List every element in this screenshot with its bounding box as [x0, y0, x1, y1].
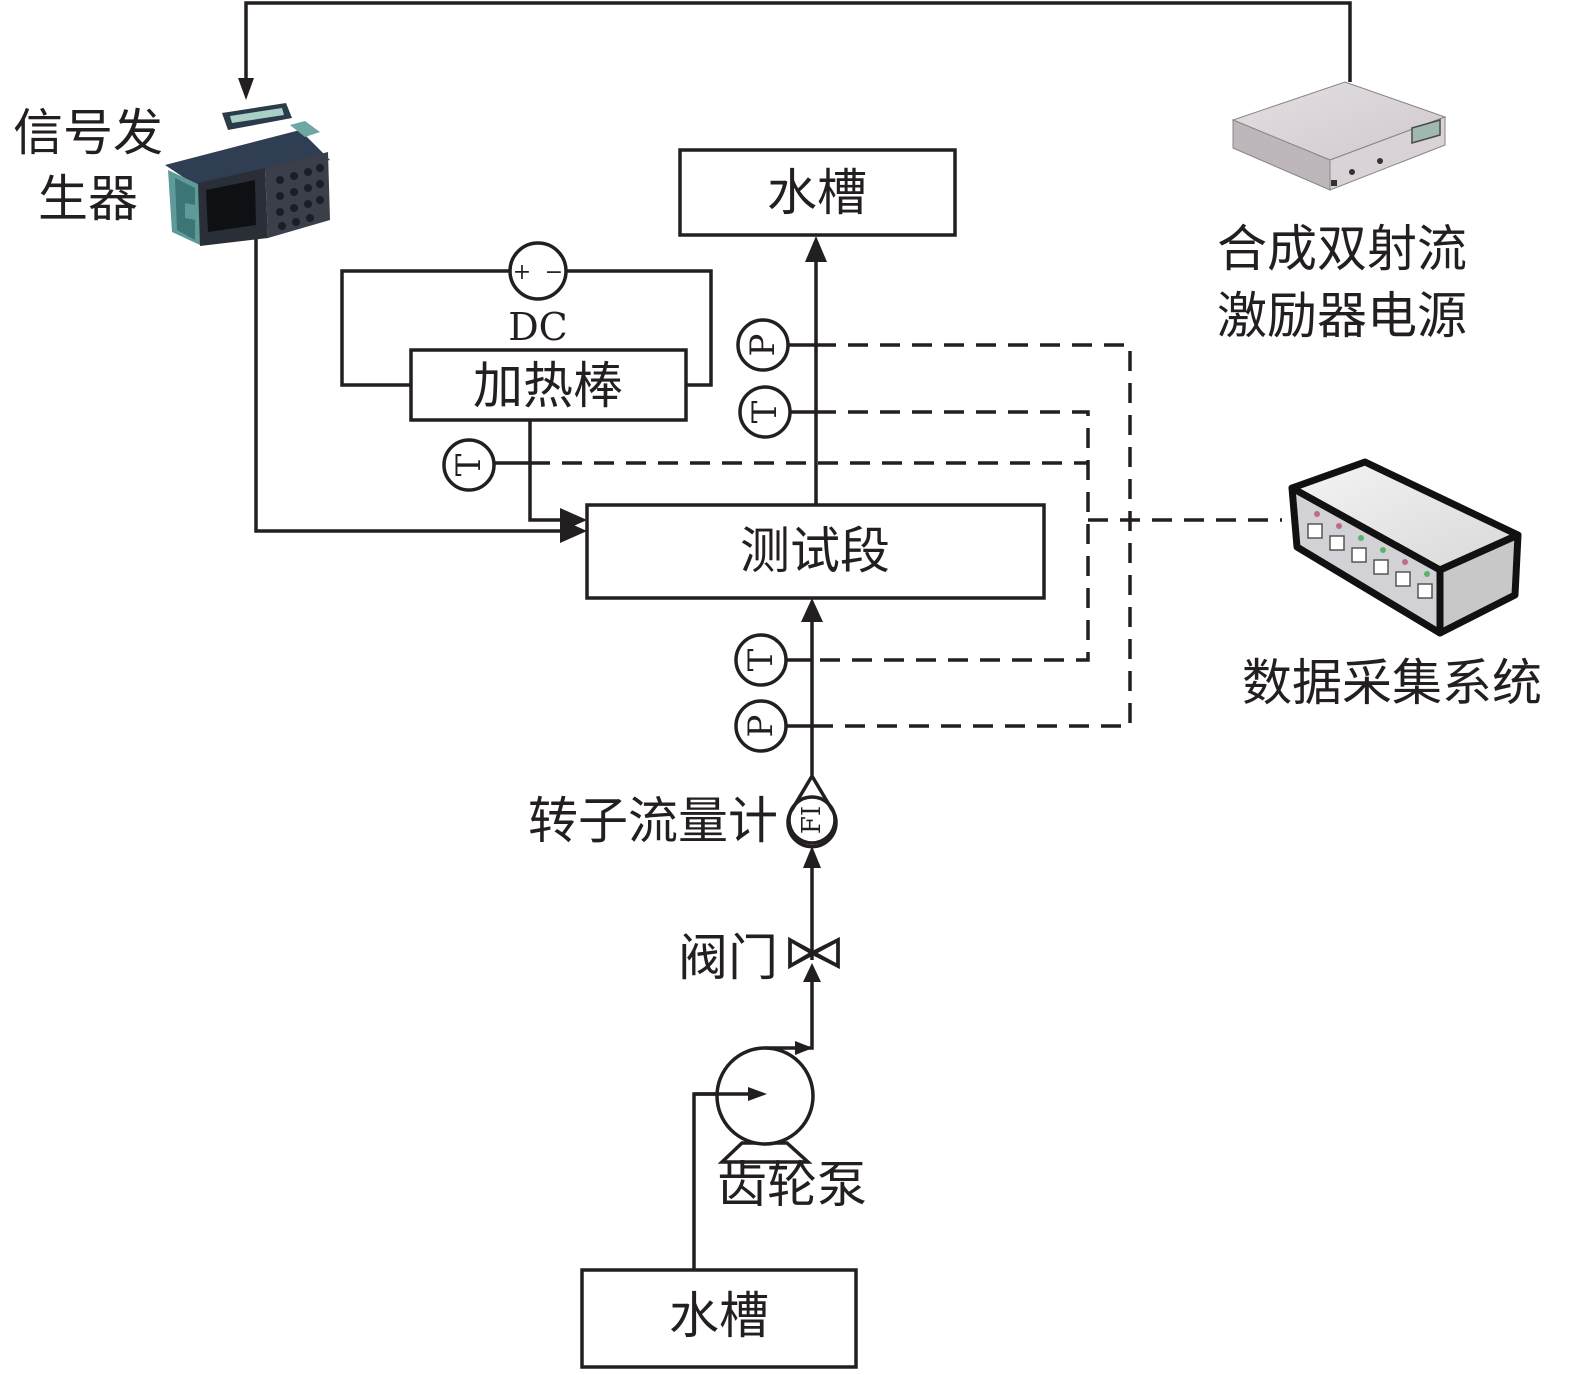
dc-loop-right	[566, 269, 713, 387]
line-heater-to-test-section	[528, 420, 568, 522]
valve-icon	[788, 936, 840, 970]
dc-source-icon	[508, 241, 568, 301]
sensor-outlet-pressure: P	[736, 318, 790, 372]
line-generator-to-test-section	[254, 228, 568, 533]
tank-top-box	[678, 148, 957, 237]
line-pump-to-valve	[765, 982, 814, 1050]
svg-text:P: P	[743, 334, 783, 357]
svg-text:T: T	[745, 400, 785, 423]
valve-label: 阀门	[678, 929, 778, 987]
gear-pump-icon	[694, 1046, 815, 1164]
sensor-heater-temperature: T	[442, 438, 496, 492]
network-switch-icon	[1288, 458, 1522, 637]
sensor-inlet-temperature: T	[734, 633, 788, 687]
heater-box	[409, 348, 688, 422]
svg-text:FI: FI	[797, 806, 827, 834]
arrow-into-generator	[238, 78, 254, 100]
test-section-box	[585, 503, 1046, 600]
arrow-into-flowmeter	[803, 846, 821, 868]
flowmeter-label: 转子流量计	[528, 792, 778, 850]
sensor-outlet-temperature: T	[738, 385, 792, 439]
dc-minus: −	[545, 260, 563, 285]
dash-outlet-t	[812, 410, 1090, 662]
pump-label: 齿轮泵	[717, 1156, 867, 1214]
oscilloscope-icon	[165, 103, 330, 246]
svg-text:T: T	[741, 648, 781, 671]
tank-bottom-box	[580, 1268, 858, 1369]
heater-label: 加热棒	[473, 357, 623, 415]
arrow-pump-outlet	[795, 1041, 813, 1055]
flowmeter-icon: FI	[786, 772, 838, 849]
line-power-to-generator	[244, 1, 1352, 82]
signal-generator-label-line2: 生器	[38, 170, 138, 228]
signal-generator-label-line1: 信号发	[13, 104, 163, 162]
arrow-heater-into-test-section	[560, 508, 587, 532]
dc-label: DC	[508, 305, 568, 349]
power-supply-label-line2: 激励器电源	[1217, 287, 1467, 345]
daq-label: 数据采集系统	[1242, 654, 1542, 712]
sensor-inlet-pressure: P	[734, 699, 788, 753]
tank-top-label: 水槽	[767, 164, 867, 222]
dc-plus: +	[513, 260, 531, 285]
svg-text:P: P	[741, 715, 781, 738]
svg-text:T: T	[449, 453, 489, 476]
test-section-label: 测试段	[740, 522, 890, 580]
tank-bottom-label: 水槽	[669, 1287, 769, 1345]
dc-loop-left	[340, 269, 510, 387]
power-supply-label-line1: 合成双射流	[1217, 220, 1467, 278]
power-supply-icon	[1231, 81, 1447, 191]
arrow-into-top-tank	[805, 236, 827, 262]
arrow-into-valve	[803, 963, 821, 982]
arrow-into-test-section-bottom	[801, 598, 823, 622]
